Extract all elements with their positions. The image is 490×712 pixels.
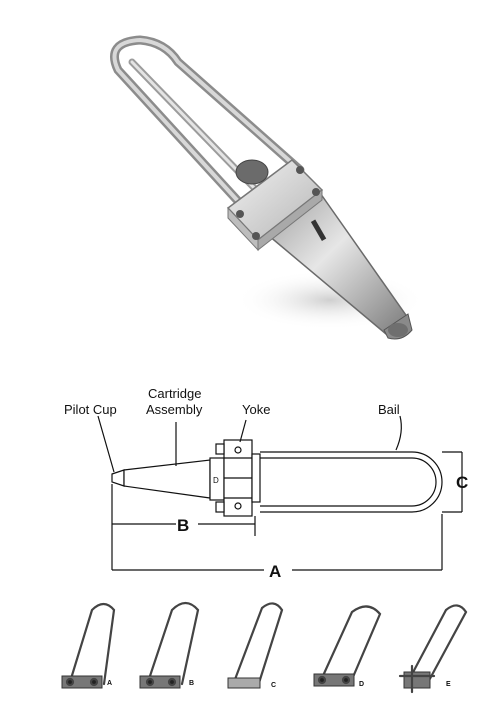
variant-b-illustration <box>139 601 200 689</box>
dimension-c-line <box>442 451 463 513</box>
pilot-cup-label: Pilot Cup <box>64 402 117 417</box>
photo-yoke <box>226 159 324 252</box>
svg-text:D: D <box>213 476 219 485</box>
pilot-cup-shape <box>111 469 125 487</box>
variant-c-letter: C <box>271 682 276 689</box>
deadend-photo-illustration <box>110 35 425 340</box>
variant-illustrations: A B C D E <box>61 601 468 694</box>
cartridge-label-line1: Cartridge <box>148 386 201 401</box>
cartridge-shape <box>123 459 211 499</box>
bail-label: Bail <box>378 402 400 417</box>
product-photo <box>110 35 425 340</box>
yoke-label: Yoke <box>242 402 270 417</box>
variant-c-illustration <box>227 602 284 689</box>
variant-e-illustration <box>398 604 468 694</box>
dimension-a-label: A <box>269 562 281 581</box>
photo-cartridge <box>260 188 413 340</box>
bail-shape <box>260 451 443 513</box>
yoke-leader <box>239 419 247 443</box>
dimension-b-line <box>111 484 256 538</box>
variant-e-letter: E <box>446 681 451 688</box>
variant-d-illustration <box>313 605 382 687</box>
dimension-diagram: D Pilot Cup Cartridge Assembly Yoke Bail… <box>0 360 490 590</box>
variant-a-letter: A <box>107 680 112 687</box>
deadend-line-drawing: D Pilot Cup Cartridge Assembly Yoke Bail… <box>64 386 468 581</box>
dimension-a-line <box>111 514 443 571</box>
yoke-shape <box>215 439 261 517</box>
variant-a-illustration <box>61 602 116 689</box>
dimension-b-label: B <box>177 516 189 535</box>
dimension-c-label: C <box>456 473 468 492</box>
bail-leader <box>395 415 402 451</box>
variant-d-letter: D <box>359 681 364 688</box>
pilot-cup-leader <box>97 415 115 473</box>
cartridge-label-line2: Assembly <box>146 402 203 417</box>
variant-b-letter: B <box>189 680 194 687</box>
variant-row: A B C D E <box>0 590 490 712</box>
